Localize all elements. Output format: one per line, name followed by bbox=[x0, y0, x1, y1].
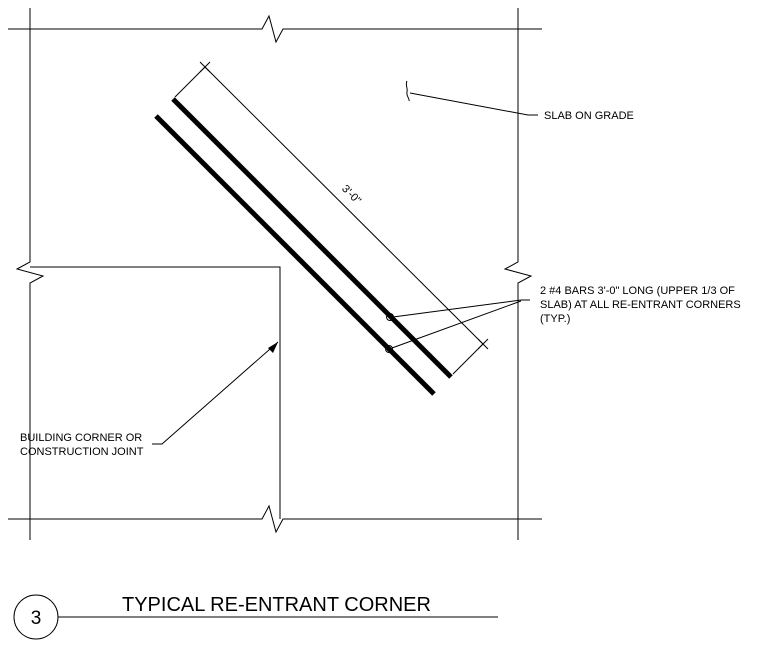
re-entrant-corner-line bbox=[30, 266, 281, 519]
top-break-line bbox=[8, 14, 542, 44]
slab-outline bbox=[8, 8, 542, 540]
bars-leader-lower bbox=[391, 300, 522, 349]
left-break-line bbox=[15, 8, 45, 540]
tick-bottom-b bbox=[477, 338, 489, 350]
detail-title: TYPICAL RE-ENTRANT CORNER bbox=[122, 594, 431, 616]
corner-callout: BUILDING CORNER OR CONSTRUCTION JOINT bbox=[20, 341, 279, 458]
bars-leader-upper bbox=[392, 299, 522, 318]
tick-top-b bbox=[199, 61, 211, 73]
slab-label: SLAB ON GRADE bbox=[544, 110, 634, 122]
dimension-3ft: 3'-0" bbox=[174, 61, 489, 375]
corner-label-line1: BUILDING CORNER OR bbox=[20, 432, 142, 444]
corner-label-line2: CONSTRUCTION JOINT bbox=[20, 446, 144, 458]
bottom-break-line bbox=[8, 504, 542, 534]
detail-number: 3 bbox=[31, 608, 42, 629]
dimension-line bbox=[204, 66, 484, 345]
corner-leader-arrowhead bbox=[268, 342, 278, 353]
slab-marker-squiggle bbox=[405, 80, 410, 102]
title-block: 3 TYPICAL RE-ENTRANT CORNER bbox=[13, 594, 498, 640]
dimension-text: 3'-0" bbox=[339, 183, 363, 207]
rebar-upper bbox=[171, 97, 453, 379]
bars-callout: 2 #4 BARS 3'-0" LONG (UPPER 1/3 OF SLAB)… bbox=[385, 285, 741, 353]
corner-leader bbox=[152, 341, 279, 445]
bars-label-line1: 2 #4 BARS 3'-0" LONG (UPPER 1/3 OF bbox=[540, 285, 735, 297]
bars-label-line3: (TYP.) bbox=[540, 313, 570, 325]
bar-marker-lower bbox=[385, 345, 393, 353]
rebar-lower bbox=[154, 114, 436, 396]
slab-leader bbox=[409, 92, 538, 116]
right-break-line bbox=[503, 8, 533, 540]
bars-label-line2: SLAB) AT ALL RE-ENTRANT CORNERS bbox=[540, 299, 741, 311]
